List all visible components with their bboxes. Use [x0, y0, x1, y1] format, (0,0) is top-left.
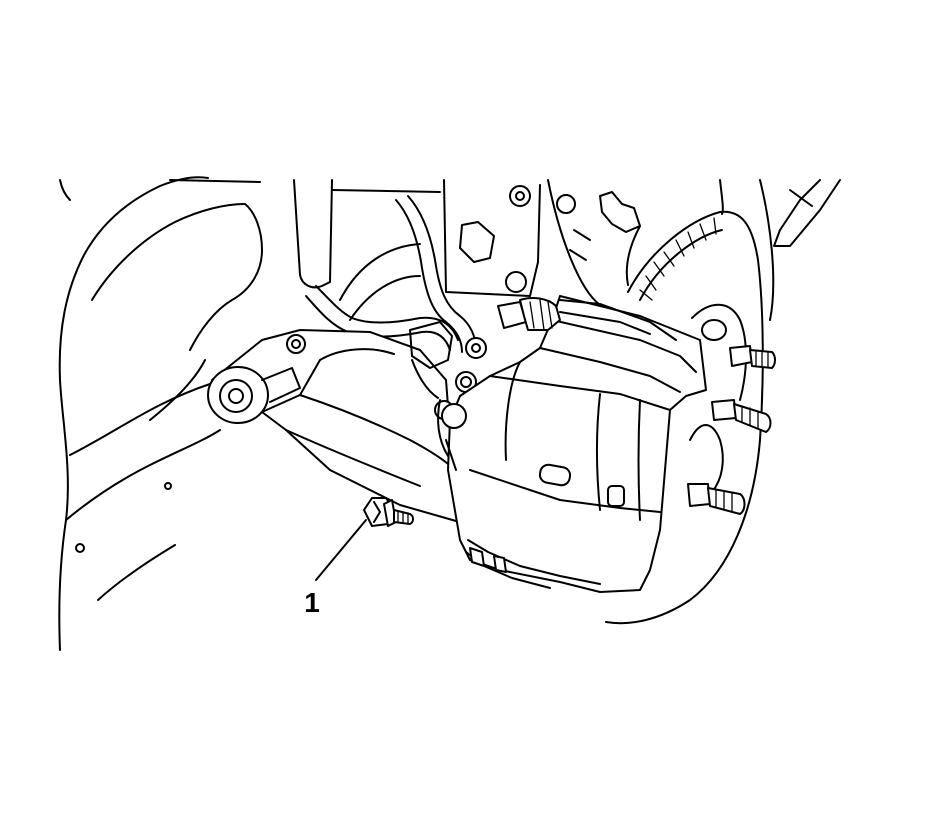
- wheel-hub: [689, 303, 747, 493]
- wheel-stud: [729, 345, 776, 369]
- bolt: [363, 497, 414, 527]
- wheel-stud: [687, 483, 746, 515]
- wheel-stud: [711, 399, 772, 433]
- brake-hose: [305, 195, 477, 353]
- strut-housing: [293, 179, 641, 306]
- callout-leader-line: [315, 519, 367, 581]
- wheel-well-panel: [58, 176, 263, 651]
- callout-label: 1: [304, 587, 320, 618]
- brake-caliper: [437, 295, 707, 593]
